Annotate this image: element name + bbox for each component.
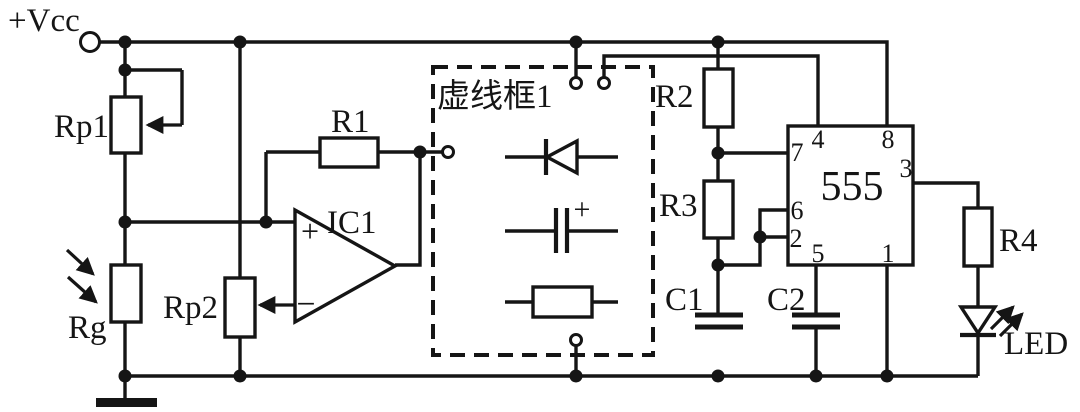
r3-label: R3 [659, 188, 698, 224]
pin-1: 1 [882, 239, 895, 268]
vcc-rail-wires [99, 40, 889, 278]
light-arrow-2 [66, 275, 98, 304]
candidate-resistor [505, 285, 618, 319]
opamp-plus-input: + [301, 213, 319, 249]
opamp-feedback-wires [378, 150, 442, 267]
dashed-box [431, 65, 655, 357]
box-top-terminal-2 [597, 76, 611, 90]
resistor-r1 [318, 136, 380, 169]
left-branch-wires [123, 68, 320, 376]
resistor-r4 [962, 206, 994, 268]
light-arrow-1 [65, 248, 95, 276]
led-emission-arrow-2 [998, 312, 1024, 338]
pin-4: 4 [812, 125, 825, 154]
rp1-label: Rp1 [54, 109, 109, 145]
led-triangle [957, 305, 999, 337]
r2-label: R2 [655, 79, 694, 115]
pin-5: 5 [812, 239, 825, 268]
resistor-r2 [702, 67, 735, 129]
candidate-diode [505, 138, 618, 176]
candidate-polarized-capacitor [505, 208, 618, 253]
pin-3: 3 [900, 154, 913, 183]
pin-2: 2 [790, 224, 803, 253]
box-left-terminal [441, 145, 455, 159]
led-label: LED [1004, 326, 1068, 362]
resistor-r3 [702, 179, 735, 240]
r1-label: R1 [331, 104, 370, 140]
c2-label: C2 [767, 282, 806, 318]
dashed-box-title: 虚线框1 [437, 78, 553, 115]
photoresistor-rg [65, 248, 143, 324]
opamp-minus-input: − [296, 286, 315, 323]
capacitor-c1 [695, 312, 743, 330]
box-top-terminal-1 [569, 76, 583, 90]
opamp-triangle [293, 207, 399, 325]
timer-555-label: 555 [821, 164, 884, 210]
pin-7: 7 [791, 138, 804, 167]
diode-triangle [543, 138, 579, 176]
ground-rail-wire [96, 374, 978, 407]
rg-label: Rg [68, 310, 107, 346]
led-symbol [957, 305, 1024, 338]
box-bottom-terminal [569, 333, 583, 347]
pin-6: 6 [791, 196, 804, 225]
ground-symbol [96, 398, 157, 407]
led-emission-arrow-1 [989, 305, 1015, 331]
pin-8: 8 [882, 125, 895, 154]
rp2-label: Rp2 [163, 290, 218, 326]
potentiometer-rp2 [223, 276, 295, 339]
timer-555-body [786, 124, 915, 267]
ic1-label: IC1 [327, 205, 377, 241]
junction-dots [118, 35, 894, 383]
r4-label: R4 [999, 223, 1038, 259]
vcc-terminal [79, 31, 101, 53]
capacitor-plus-sign: + [574, 193, 591, 226]
potentiometer-rp1 [109, 95, 182, 155]
capacitor-c2 [792, 312, 840, 330]
vcc-label: +Vcc [8, 3, 80, 39]
c1-label: C1 [665, 282, 704, 318]
